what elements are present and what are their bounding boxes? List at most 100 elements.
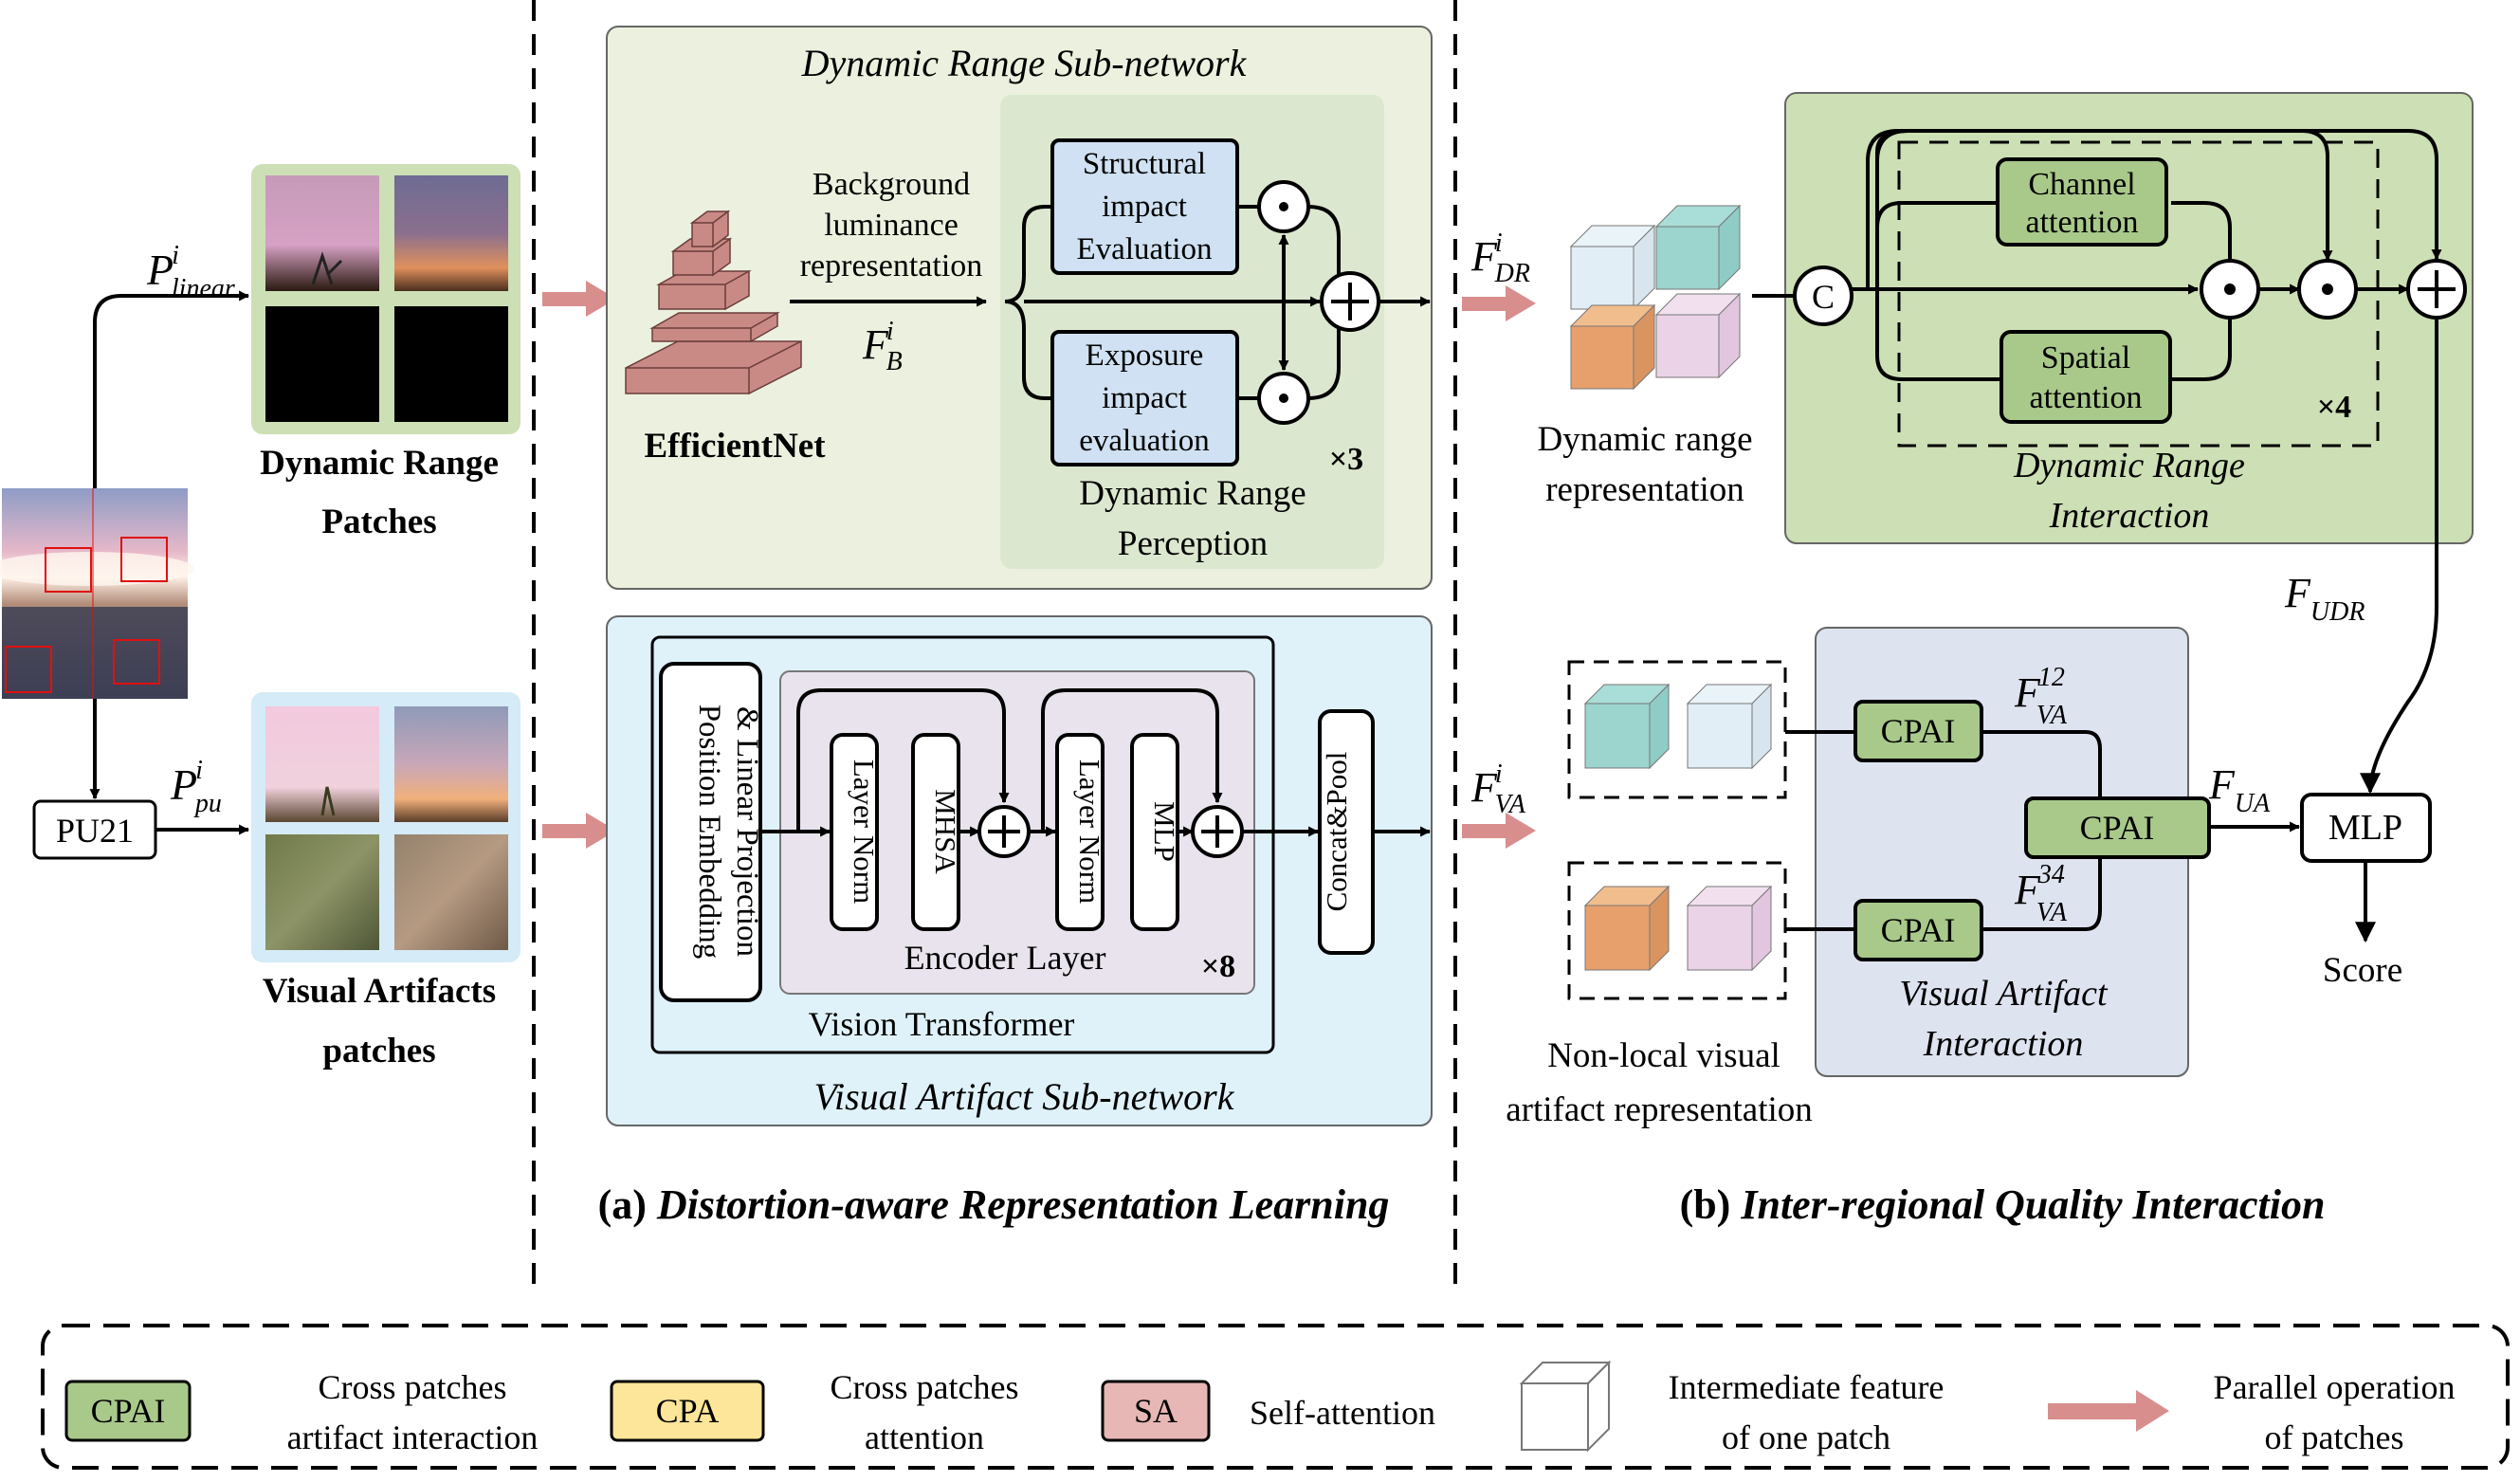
cpai-box-3 — [2024, 796, 2211, 859]
vit-label: Vision Transformer — [809, 1005, 1075, 1043]
cpai-label-3: CPAI — [2080, 809, 2155, 847]
legend-box — [41, 1324, 2510, 1470]
structural-label-3: Evaluation — [1077, 232, 1213, 266]
structural-label-1: Structural — [1083, 147, 1206, 181]
cpai-label-2: CPAI — [1881, 911, 1956, 949]
legend-cpa-text-1: Cross patches — [831, 1368, 1019, 1406]
channel-label-1: Channel — [2028, 167, 2135, 202]
vai-title-1: Visual Artifact — [1899, 974, 2109, 1014]
va-patches-label-1: Visual Artifacts — [263, 972, 496, 1011]
legend-parallel-text-1: Parallel operation — [2214, 1368, 2456, 1406]
wire-fudr — [2360, 318, 2438, 795]
dr-interaction-repeat-box — [1897, 140, 2380, 448]
spatial-label-1: Spatial — [2041, 340, 2130, 375]
layer-norm-box-2 — [1055, 733, 1105, 931]
legend-cpa-swatch — [610, 1380, 765, 1442]
mlp-label-vit: MLP — [1148, 801, 1181, 862]
layer-norm-label-2: Layer Norm — [1073, 759, 1106, 904]
cpai-box-2 — [1853, 899, 1983, 961]
legend-cpai-text-2: artifact interaction — [287, 1418, 539, 1456]
concat-pool-label: Concat&Pool — [1320, 752, 1353, 912]
dri-title-2: Interaction — [2049, 496, 2210, 536]
mlp-label: MLP — [2328, 808, 2402, 848]
va-repr-label-1: Non-local visual — [1547, 1036, 1780, 1075]
legend-sa-swatch — [1101, 1380, 1211, 1442]
channel-attention-box — [1996, 157, 2168, 247]
visual-artifacts-patches — [251, 692, 520, 962]
cpai-label-1: CPAI — [1881, 712, 1956, 750]
concat-icon — [1793, 265, 1853, 326]
dr-patches-label-1: Dynamic Range — [260, 444, 499, 483]
spatial-label-2: attention — [2030, 380, 2143, 415]
dr-interaction-panel — [1784, 92, 2474, 544]
dr-repr-label-2: representation — [1545, 470, 1744, 509]
legend-cpai-box: CPAI — [91, 1392, 166, 1430]
legend-cpai-swatch — [64, 1380, 192, 1442]
legend-cube-text-1: Intermediate feature — [1669, 1368, 1945, 1406]
concat-symbol: C — [1812, 278, 1835, 316]
encoder-label: Encoder Layer — [904, 939, 1106, 977]
va-times-label: ×8 — [1201, 949, 1235, 984]
pu21-label: PU21 — [56, 812, 134, 850]
dr-times-label: ×3 — [1329, 442, 1363, 477]
legend-parallel-text-2: of patches — [2265, 1418, 2404, 1456]
legend-parallel-arrow — [2048, 1390, 2169, 1432]
section-b-caption: (b) Inter-regional Quality Interaction — [1680, 1181, 2326, 1228]
vit-wires — [760, 688, 1432, 837]
cpai-box-1 — [1853, 700, 1983, 762]
legend-cpa-box: CPA — [656, 1392, 720, 1430]
concat-pool-box — [1318, 709, 1375, 955]
dr-feature-cubes — [1569, 204, 1742, 391]
legend-sa-box: SA — [1134, 1392, 1178, 1430]
dynamic-range-patches — [251, 164, 520, 434]
dr-repr-label-1: Dynamic range — [1537, 420, 1752, 459]
va-group-box-1 — [1567, 660, 1787, 799]
exposure-label-3: evaluation — [1079, 424, 1209, 458]
layer-norm-label-1: Layer Norm — [848, 759, 881, 904]
vai-title-2: Interaction — [1923, 1024, 2084, 1064]
mhsa-label: MHSA — [929, 789, 962, 874]
exposure-label-2: impact — [1102, 381, 1187, 415]
spatial-attention-box — [2000, 330, 2172, 424]
fua-label: FUA — [2208, 761, 2271, 818]
parallel-arrow-fva — [1462, 813, 1536, 849]
fudr-label: FUDR — [2284, 570, 2365, 627]
parallel-arrow-va — [542, 813, 616, 849]
va-interaction-wires — [1785, 730, 2301, 931]
legend-cube-text-2: of one patch — [1722, 1418, 1890, 1456]
legend-sa-text: Self-attention — [1250, 1394, 1435, 1432]
channel-label-2: attention — [2026, 205, 2139, 240]
background-label-1: Background — [813, 167, 970, 202]
perception-label-1: Dynamic Range — [1079, 474, 1306, 513]
legend-cpai-text-1: Cross patches — [319, 1368, 507, 1406]
section-a-caption: (a) Distortion-aware Representation Lear… — [598, 1181, 1390, 1228]
background-label-2: luminance — [824, 208, 959, 243]
legend-cube-icon — [1519, 1360, 1612, 1453]
structural-label-2: impact — [1102, 190, 1187, 224]
va-repr-label-2: artifact representation — [1506, 1090, 1813, 1129]
dr-patches-label-2: Patches — [321, 503, 436, 541]
dri-times-label: ×4 — [2317, 390, 2351, 425]
dri-title-1: Dynamic Range — [2013, 446, 2245, 485]
background-label-3: representation — [800, 248, 983, 284]
dr-subnetwork-title: Dynamic Range Sub-network — [801, 42, 1248, 84]
pos-embed-label-2: & Linear Projection — [730, 706, 764, 957]
pos-embed-label-1: Position Embedding — [692, 704, 726, 960]
va-subnetwork-title: Visual Artifact Sub-network — [814, 1075, 1235, 1118]
arrow-to-dr-patches — [93, 290, 250, 488]
vit-box — [650, 635, 1275, 1054]
efficientnet-icon — [625, 210, 802, 395]
parallel-arrow-fdr — [1462, 285, 1536, 321]
source-image — [0, 488, 194, 699]
score-label: Score — [2323, 951, 2402, 990]
wire-skip-outer — [1866, 129, 2442, 289]
layer-norm-box-1 — [830, 733, 879, 931]
